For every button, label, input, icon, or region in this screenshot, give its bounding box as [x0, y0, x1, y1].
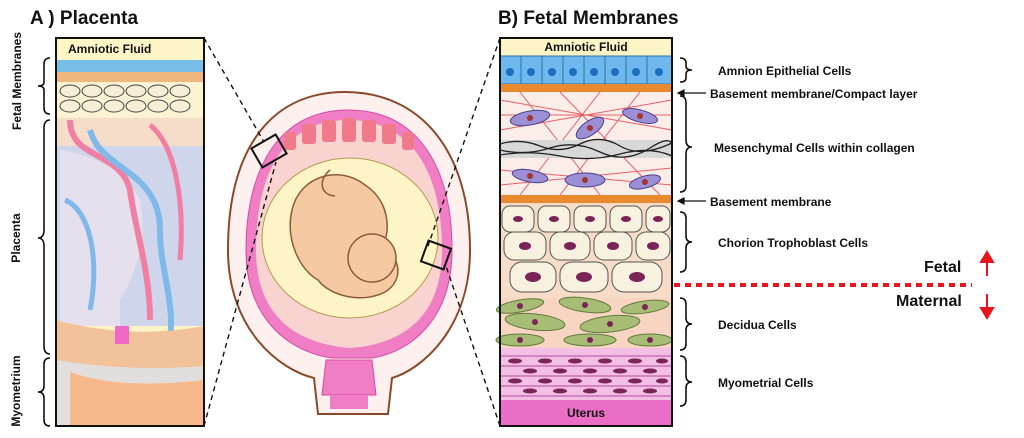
panel-a-title: A ) Placenta: [30, 8, 139, 29]
panel-b-title: B) Fetal Membranes: [498, 8, 679, 29]
label-arrows: [676, 89, 706, 205]
myometrial-label: Myometrial Cells: [718, 376, 814, 390]
placenta-cross-section: [55, 37, 205, 427]
uterus-label: Uterus: [566, 406, 605, 420]
panel-a-braces: [37, 57, 51, 427]
decidua-label: Decidua Cells: [718, 318, 797, 332]
placenta-side-label: Placenta: [9, 213, 23, 263]
zoom-lines: [203, 37, 501, 427]
panel-b-amniotic-fluid-label: Amniotic Fluid: [544, 40, 628, 54]
fetal-label: Fetal: [924, 259, 962, 276]
myometrium-side-label: Myometrium: [9, 355, 23, 427]
amnion-epithelial-label: Amnion Epithelial Cells: [718, 64, 852, 78]
mesenchymal-label: Mesenchymal Cells within collagen: [714, 141, 915, 155]
fetal-membranes-side-label: Fetal Membranes: [10, 31, 24, 130]
chorion-trophoblast-label: Chorion Trophoblast Cells: [718, 236, 869, 250]
basement-compact-label: Basement membrane/Compact layer: [710, 87, 918, 101]
uterus-illustration: [226, 90, 472, 415]
basement-membrane-label: Basement membrane: [710, 195, 832, 209]
panel-a-amniotic-fluid-label: Amniotic Fluid: [68, 42, 152, 56]
direction-arrows: [979, 250, 995, 320]
panel-b-braces: [679, 57, 693, 407]
fetal-membrane-layers: [495, 37, 673, 427]
maternal-label: Maternal: [896, 293, 962, 310]
